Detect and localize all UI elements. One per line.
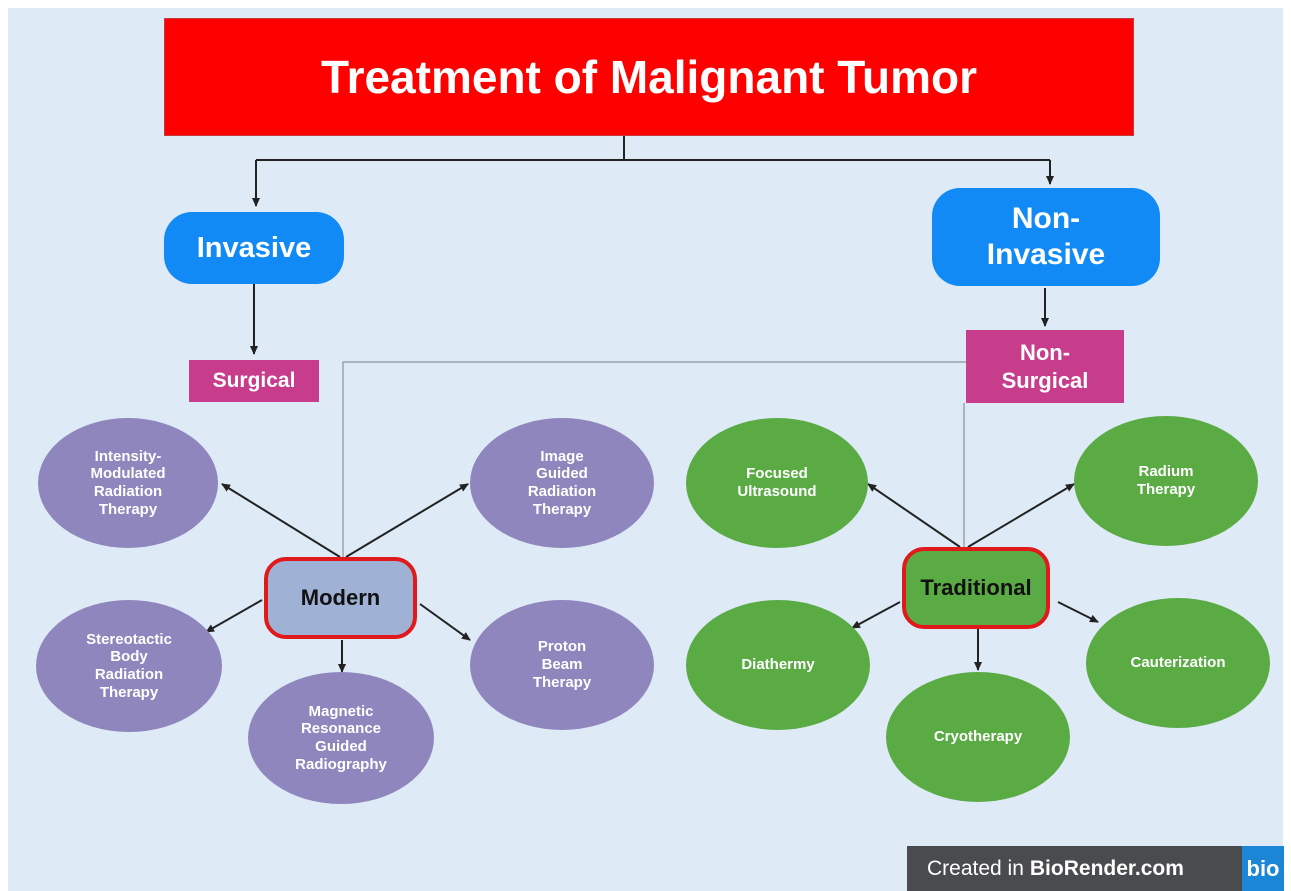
diagram-canvas: [8, 8, 1283, 891]
arrow-modern-to-imrt: [221, 483, 341, 558]
connector-non-surgical-to-modern: [342, 361, 966, 557]
arrow-modern-to-sbrt: [205, 599, 263, 633]
node-cryotherapy-label: Cryotherapy: [933, 728, 1023, 746]
node-diathermy-label: Diathermy: [741, 656, 815, 674]
node-imrt: Intensity- Modulated Radiation Therapy: [38, 418, 218, 548]
traditional-hub: Traditional: [902, 547, 1050, 629]
node-imrt-label: Intensity- Modulated Radiation Therapy: [90, 447, 166, 518]
node-radium-therapy-label: Radium Therapy: [1136, 463, 1196, 498]
node-cauterization-label: Cauterization: [1130, 654, 1226, 672]
node-sbrt-label: Stereotactic Body Radiation Therapy: [86, 630, 172, 701]
biorender-logo: bio: [1242, 846, 1284, 891]
arrow-modern-to-proton: [419, 603, 471, 641]
non-invasive-label: Non- Invasive: [986, 202, 1106, 271]
node-cauterization: Cauterization: [1086, 598, 1270, 728]
node-sbrt: Stereotactic Body Radiation Therapy: [36, 600, 222, 732]
modern-hub: Modern: [264, 557, 417, 639]
node-focused-ultrasound: Focused Ultrasound: [686, 418, 868, 548]
node-focused-ultrasound-label: Focused Ultrasound: [737, 465, 817, 500]
non-surgical-label: Non- Surgical: [1001, 340, 1089, 393]
watermark-brand: BioRender.com: [1029, 856, 1184, 880]
arrow-modern-to-igrt: [345, 483, 469, 558]
surgical-category: Surgical: [189, 360, 319, 402]
node-igrt-label: Image Guided Radiation Therapy: [527, 447, 597, 518]
arrow-traditional-to-diathermy: [851, 601, 901, 629]
node-diathermy: Diathermy: [686, 600, 870, 730]
arrow-traditional-to-cauterization: [1057, 601, 1099, 623]
non-invasive-branch: Non- Invasive: [932, 188, 1160, 286]
node-radium-therapy: Radium Therapy: [1074, 416, 1258, 546]
node-mrgr-label: Magnetic Resonance Guided Radiography: [295, 702, 387, 773]
invasive-branch: Invasive: [164, 212, 344, 284]
node-mrgr: Magnetic Resonance Guided Radiography: [248, 672, 434, 804]
biorender-watermark: Created in BioRender.com: [907, 846, 1242, 891]
node-cryotherapy: Cryotherapy: [886, 672, 1070, 802]
arrow-traditional-to-radium: [967, 483, 1075, 548]
non-surgical-category: Non- Surgical: [966, 330, 1124, 403]
node-proton-label: Proton Beam Therapy: [532, 638, 592, 691]
watermark-prefix: Created in: [927, 856, 1024, 880]
node-igrt: Image Guided Radiation Therapy: [470, 418, 654, 548]
diagram-title: Treatment of Malignant Tumor: [164, 18, 1134, 136]
node-proton: Proton Beam Therapy: [470, 600, 654, 730]
arrow-traditional-to-ultrasound: [867, 483, 961, 548]
